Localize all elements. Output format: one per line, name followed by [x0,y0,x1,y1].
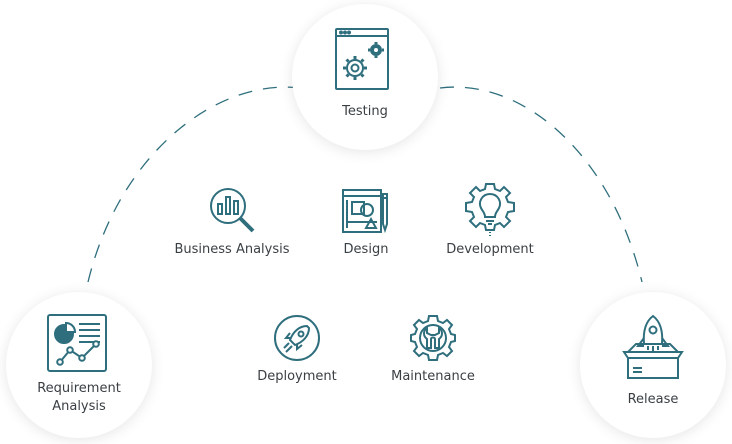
stage-release: Release [580,292,726,438]
item-label-business-analysis: Business Analysis [174,242,290,257]
blueprint-icon [340,186,394,236]
stage-requirement-analysis: Requirement Analysis [6,292,152,438]
stage-label-line1: Requirement [37,381,121,396]
item-label-development: Development [446,242,534,257]
item-label-design: Design [343,242,389,257]
rocket-box-icon [622,312,684,380]
stage-label: Testing [342,104,388,119]
dashed-arc [87,86,643,283]
gear-wrench-icon [409,314,457,362]
item-label-deployment: Deployment [257,369,337,384]
browser-gears-icon [335,28,395,92]
gear-bulb-icon [464,182,516,238]
stage-label-line2: Analysis [52,399,106,414]
rocket-icon [273,314,321,362]
magnify-chart-icon [207,186,257,234]
report-chart-icon [44,312,110,374]
stage-label: Release [627,392,679,407]
item-label-maintenance: Maintenance [391,369,475,384]
stage-testing: Testing [292,4,438,150]
